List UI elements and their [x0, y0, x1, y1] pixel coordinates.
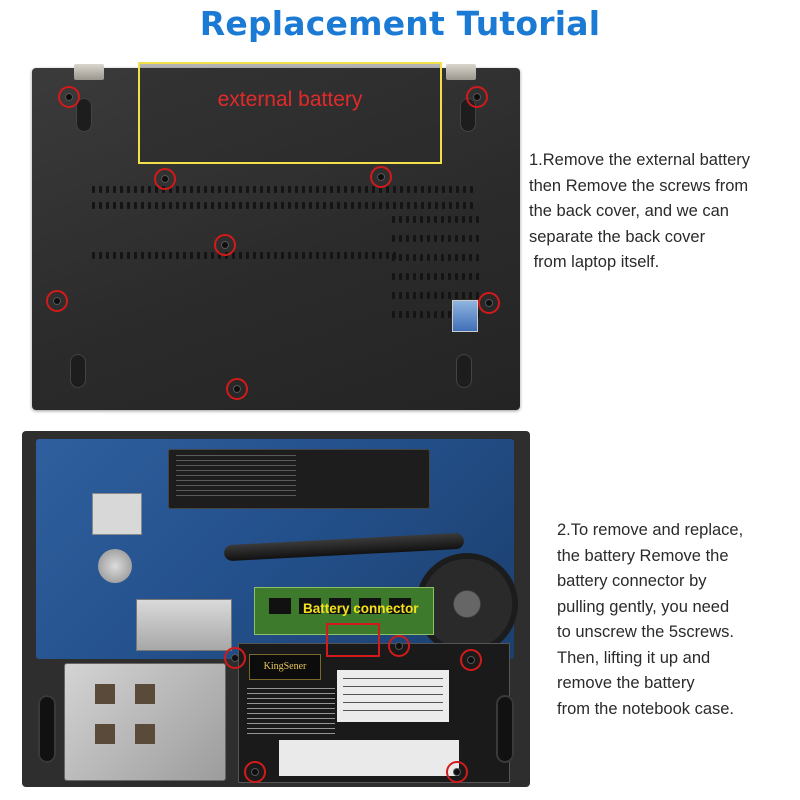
- battery-connector-label: Battery connector: [303, 601, 419, 616]
- battery-warning-sticker: [279, 740, 459, 776]
- battery-caution-label: [337, 670, 449, 722]
- rubber-foot: [70, 354, 86, 388]
- hard-drive: [64, 663, 226, 781]
- screw-marker: [226, 378, 248, 400]
- left-hinge: [74, 64, 104, 80]
- ram-module: [254, 587, 434, 635]
- battery-spec-label: [247, 688, 335, 736]
- screw-marker: [370, 166, 392, 188]
- rubber-foot: [456, 354, 472, 388]
- screw-marker: [154, 168, 176, 190]
- vent-row: [92, 244, 400, 263]
- coin-cell-battery: [98, 549, 132, 583]
- screw-marker: [244, 761, 266, 783]
- battery-brand-label: KingSener: [249, 654, 321, 680]
- screw-marker: [388, 635, 410, 657]
- ssd-slot: [136, 599, 232, 651]
- rubber-foot: [76, 98, 92, 132]
- cooling-fan: [422, 559, 512, 649]
- page-title: Replacement Tutorial: [199, 4, 601, 43]
- internal-battery: [168, 449, 430, 509]
- laptop-interior-photo: KingSener Battery connector: [22, 431, 530, 787]
- speaker: [496, 695, 514, 763]
- screw-marker: [224, 647, 246, 669]
- battery-connector-highlight: [326, 623, 380, 657]
- vent-row: [92, 194, 477, 213]
- laptop-bottom-photo: external battery: [32, 62, 520, 410]
- step-1-instructions: 1.Remove the external battery then Remov…: [529, 151, 751, 271]
- screw-marker: [214, 234, 236, 256]
- step-2-instructions: 2.To remove and replace, the battery Rem…: [557, 521, 744, 718]
- wifi-card: [92, 493, 142, 535]
- vent-row: [92, 178, 477, 197]
- screw-marker: [446, 761, 468, 783]
- screw-marker: [478, 292, 500, 314]
- screw-marker: [460, 649, 482, 671]
- speaker: [38, 695, 56, 763]
- external-battery-highlight: external battery: [138, 62, 442, 164]
- screw-marker: [466, 86, 488, 108]
- screw-marker: [58, 86, 80, 108]
- heat-pipe: [223, 532, 465, 562]
- motherboard: [36, 439, 514, 659]
- external-battery-label: external battery: [217, 88, 363, 111]
- right-hinge: [446, 64, 476, 80]
- vent-grille-right: [392, 208, 488, 322]
- windows-sticker: [452, 300, 478, 332]
- screw-marker: [46, 290, 68, 312]
